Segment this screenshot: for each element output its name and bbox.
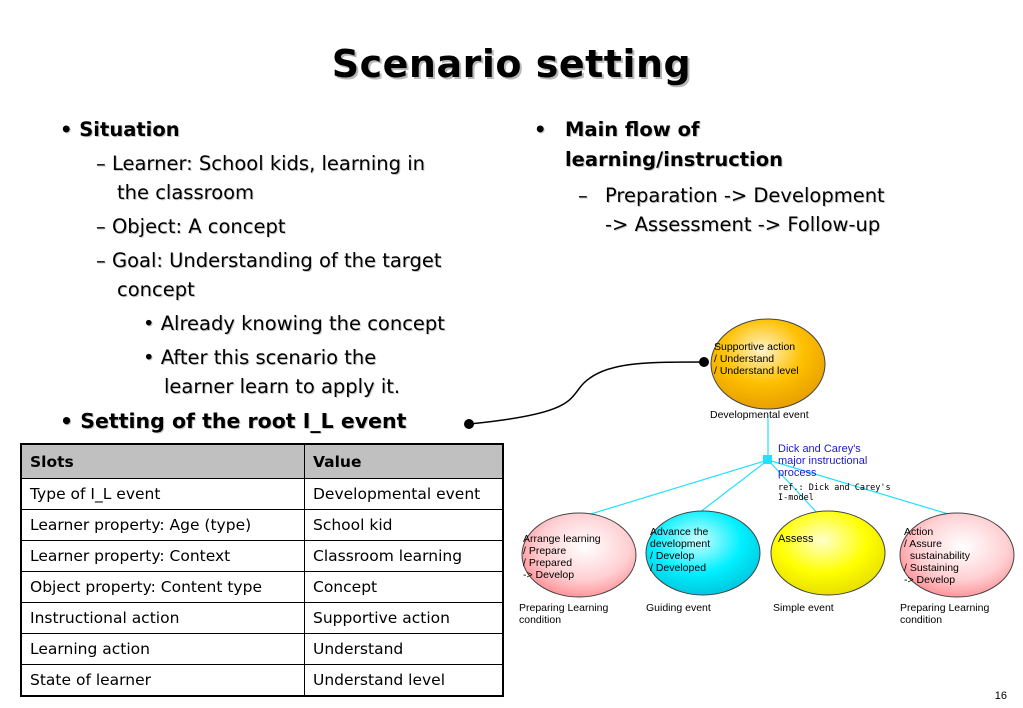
child-caption: condition	[900, 614, 942, 626]
slot-cell: Learner property: Age (type)	[20, 509, 305, 541]
child-line: -> Develop	[904, 574, 955, 586]
main-flow-line-2: learning/instruction	[565, 148, 784, 171]
bullet-object: – Object: A concept	[96, 215, 286, 238]
table-header-row: Slots Value	[20, 443, 504, 479]
page-number: 16	[994, 690, 1007, 702]
goal-line-1: Goal: Understanding of the target	[111, 249, 442, 272]
root-connector-curve	[468, 361, 705, 425]
model-ref-line: I-model	[778, 493, 814, 503]
root-line: / Understand	[714, 353, 774, 365]
child-line: / Developed	[650, 562, 706, 574]
svg-text:Dick and Carey's major ins: Dick and Carey's major instructional pro…	[778, 443, 870, 479]
svg-text:ref.: Dick and Carey's I-m: ref.: Dick and Carey's I-model	[778, 483, 896, 503]
child-caption: Preparing Learning	[519, 602, 608, 614]
root-event-ellipse	[710, 318, 826, 410]
value-cell: Understand	[304, 633, 504, 665]
root-line: / Understand level	[714, 365, 799, 377]
model-label-line: process	[778, 467, 817, 479]
header-value: Value	[304, 443, 504, 479]
bullet-after-scenario: • After this scenario the	[143, 346, 377, 369]
value-cell: Classroom learning	[304, 540, 504, 572]
object-text: Object: A concept	[111, 215, 286, 238]
tree-lines	[570, 418, 956, 521]
child-line: Advance the	[650, 526, 709, 538]
slot-cell: Learning action	[20, 633, 305, 665]
table-row: Learner property: Age (type)School kid	[20, 509, 504, 541]
child-caption: Simple event	[773, 602, 834, 614]
slide-title: Scenario setting	[331, 42, 692, 86]
bullet-learner: – Learner: School kids, learning in	[96, 152, 426, 175]
value-cell: Developmental event	[304, 478, 504, 510]
after-scenario-line-1: After this scenario the	[160, 346, 377, 369]
child-caption: Preparing Learning	[900, 602, 989, 614]
header-slots: Slots	[20, 443, 305, 479]
child-line: sustainability	[904, 550, 971, 562]
child-line: development	[650, 538, 710, 550]
value-cell: Understand level	[304, 664, 504, 697]
model-label-line: Dick and Carey's	[778, 443, 861, 455]
child-line: -> Develop	[523, 569, 574, 581]
flow-line-1: Preparation -> Development	[605, 184, 885, 207]
child-event-ellipse	[770, 510, 886, 596]
svg-text:Arrange learning / Prepare: Arrange learning / Prepare / Prepared ->…	[523, 533, 604, 581]
child-caption: condition	[519, 614, 561, 626]
root-caption: Developmental event	[710, 409, 809, 421]
junction-node	[763, 455, 772, 464]
already-knowing-text: Already knowing the concept	[160, 312, 445, 335]
root-line: Supportive action	[714, 341, 795, 353]
svg-text:Preparing Learning conditi: Preparing Learning condition	[900, 602, 992, 626]
bullet-flow: –Preparation -> Development	[578, 181, 885, 210]
after-scenario-line-2: learner learn to apply it.	[164, 375, 401, 398]
bullet-already-knowing: • Already knowing the concept	[143, 312, 445, 335]
child-event-ellipse	[899, 512, 1015, 598]
slot-cell: Learner property: Context	[20, 540, 305, 572]
child-line: / Develop	[650, 550, 695, 562]
child-line: Assess	[778, 533, 814, 545]
child-line: / Sustaining	[904, 562, 959, 574]
value-cell: Concept	[304, 571, 504, 603]
bullet-goal: – Goal: Understanding of the target	[96, 249, 442, 272]
svg-text:Preparing Learning conditi: Preparing Learning condition	[519, 602, 611, 626]
child-line: / Prepared	[523, 557, 572, 569]
child-caption: Guiding event	[646, 602, 711, 614]
slot-cell: Type of I_L event	[20, 478, 305, 510]
child-event-ellipse	[521, 512, 637, 598]
flow-line-2: -> Assessment -> Follow-up	[605, 213, 881, 236]
child-line: / Prepare	[523, 545, 566, 557]
svg-text:Action / Assure sust: Action / Assure sustainability / Sustain…	[904, 526, 971, 586]
connector-dot-left	[464, 419, 474, 429]
learner-line-1: Learner: School kids, learning in	[111, 152, 426, 175]
slot-cell: Object property: Content type	[20, 571, 305, 603]
bullet-main-flow: •Main flow of	[534, 115, 699, 144]
svg-text:Advance the development: Advance the development / Develop / Deve…	[650, 526, 713, 574]
setting-root-text: Setting of the root I_L event	[80, 409, 407, 433]
learner-line-2: the classroom	[117, 181, 255, 204]
child-line: Arrange learning	[523, 533, 601, 545]
child-line: / Assure	[904, 538, 942, 550]
svg-text:Supportive action / Unders: Supportive action / Understand / Underst…	[714, 341, 799, 377]
child-line: Action	[904, 526, 933, 538]
value-cell: School kid	[304, 509, 504, 541]
model-label-line: major instructional	[778, 455, 867, 467]
child-event-ellipse	[645, 510, 761, 596]
slot-cell: State of learner	[20, 664, 305, 697]
main-flow-line-1: Main flow of	[565, 118, 700, 141]
connector-dot-right	[699, 357, 709, 367]
bullet-situation: • Situation	[60, 118, 180, 141]
bullet-setting-root: • Setting of the root I_L event	[60, 409, 407, 433]
goal-line-2: concept	[117, 278, 195, 301]
model-ref-line: ref.: Dick and Carey's	[778, 483, 891, 493]
situation-heading: Situation	[79, 118, 180, 141]
